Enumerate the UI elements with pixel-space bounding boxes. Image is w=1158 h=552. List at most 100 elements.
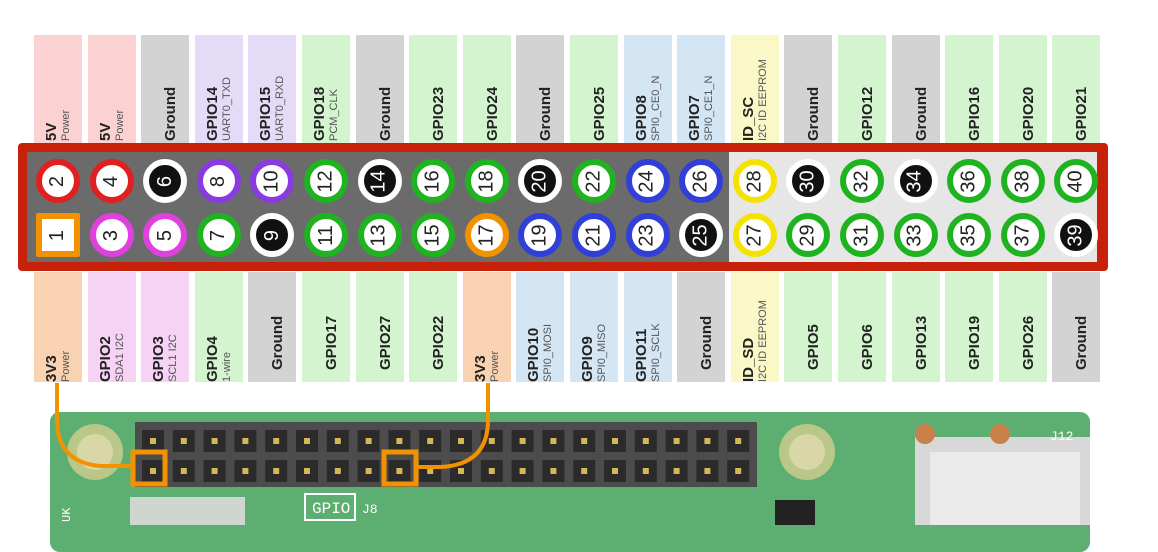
- pin-name: GPIO27: [376, 315, 394, 370]
- header-pin: [273, 468, 280, 474]
- pin-number: 15: [421, 223, 444, 247]
- header-pin: [519, 468, 526, 474]
- pin-number: 40: [1064, 169, 1087, 193]
- pin-number: 31: [850, 223, 873, 247]
- pin-name: 5V: [96, 122, 114, 141]
- header-pin: [704, 468, 711, 474]
- header-pin: [642, 438, 649, 444]
- silkscreen-uk: UK: [60, 507, 74, 522]
- pin-5: 5: [143, 213, 188, 257]
- pin-number: 24: [636, 169, 659, 193]
- pin-function: I2C ID EEPROM: [756, 59, 769, 141]
- pin-6: 6: [143, 159, 188, 203]
- pin-number: 9: [260, 229, 283, 241]
- pin-name: GPIO17: [323, 315, 340, 370]
- header-pin: [334, 468, 341, 474]
- top-pin-label: GPIO21: [1052, 35, 1101, 145]
- pin-function: UART0_TXD: [220, 77, 233, 141]
- pin-name: GPIO23: [430, 86, 448, 141]
- board-art: GPIO J8 J12 UK: [50, 412, 1090, 525]
- pin-35: 35: [947, 213, 992, 257]
- bottom-pin-label: GPIO22: [409, 272, 458, 382]
- header-pin: [581, 438, 588, 444]
- pin-name: GPIO2: [96, 336, 114, 382]
- pin-name: GPIO21: [1073, 86, 1091, 141]
- header-pin: [519, 438, 526, 444]
- pin-function: SCL1 I2C: [167, 334, 180, 382]
- pin-number: 17: [475, 223, 498, 247]
- pin-number: 23: [636, 223, 659, 247]
- pin-name: 5V: [43, 122, 60, 141]
- top-pin-label: Ground: [355, 35, 404, 145]
- pin-name: Ground: [376, 86, 394, 141]
- pin-name: GPIO5: [805, 324, 823, 370]
- pin-number: 2: [46, 175, 69, 187]
- pin-29: 29: [786, 213, 831, 257]
- pin-function: Power: [488, 350, 501, 382]
- header-pin: [242, 438, 249, 444]
- pin-21: 21: [572, 213, 616, 257]
- header-pin: [273, 438, 280, 444]
- header-pin: [735, 438, 742, 444]
- header-pin: [396, 468, 403, 474]
- header-pin: [612, 438, 618, 444]
- bottom-pin-label: GPIO5: [784, 272, 833, 382]
- pin-27: 27: [732, 213, 777, 257]
- pin-name: GPIO26: [1019, 315, 1037, 370]
- pin-3: 3: [89, 213, 134, 257]
- header-pin: [735, 468, 742, 474]
- top-pin-label: GPIO23: [409, 35, 458, 145]
- header-pin: [365, 438, 372, 444]
- pin-number: 37: [1011, 223, 1034, 247]
- header-pin: [365, 468, 372, 474]
- pin-function: SPI0_CE1_N: [703, 75, 716, 141]
- pin-24: 24: [625, 159, 670, 203]
- pin-function: SPI0_MOSI: [542, 323, 555, 382]
- silkscreen-j12: J12: [1050, 429, 1073, 444]
- pin-17: 17: [464, 213, 509, 257]
- pin-number: 32: [850, 169, 873, 193]
- pin-31: 31: [840, 213, 884, 257]
- pin-number: 38: [1011, 169, 1034, 193]
- pin-8: 8: [196, 159, 241, 203]
- pin-36: 36: [947, 159, 992, 203]
- header-pin: [581, 468, 588, 474]
- pin-38: 38: [1000, 159, 1045, 203]
- pin-name: Ground: [698, 315, 716, 370]
- bottom-pin-label: GPIO6: [838, 272, 886, 382]
- pin-name: Ground: [537, 86, 555, 141]
- pin-40: 40: [1054, 159, 1099, 203]
- header-pin: [150, 468, 156, 474]
- pin-name: Ground: [912, 86, 930, 141]
- pin-7: 7: [196, 213, 241, 257]
- pin-name: Ground: [1073, 315, 1091, 370]
- pin-function: I2C ID EEPROM: [756, 300, 769, 382]
- pin-37: 37: [1000, 213, 1045, 257]
- pin-function: UART0_RXD: [274, 75, 287, 141]
- pin-number: 13: [368, 223, 391, 247]
- pin-function: SPI0_MISO: [596, 323, 608, 382]
- pin-function: Power: [60, 109, 72, 141]
- pin-13: 13: [357, 213, 402, 257]
- pin-20: 20: [518, 159, 563, 203]
- bottom-pin-label: GPIO26: [998, 272, 1047, 382]
- pin-10: 10: [250, 159, 295, 203]
- top-pin-label: Ground: [784, 35, 833, 145]
- pin-number: 22: [582, 169, 605, 193]
- pin-22: 22: [572, 159, 616, 203]
- pin-number: 33: [904, 223, 927, 247]
- pin-19: 19: [518, 213, 563, 257]
- pin-number: 19: [528, 223, 551, 247]
- header-pin: [211, 468, 218, 474]
- header-pin: [211, 438, 218, 444]
- pin-11: 11: [304, 213, 348, 257]
